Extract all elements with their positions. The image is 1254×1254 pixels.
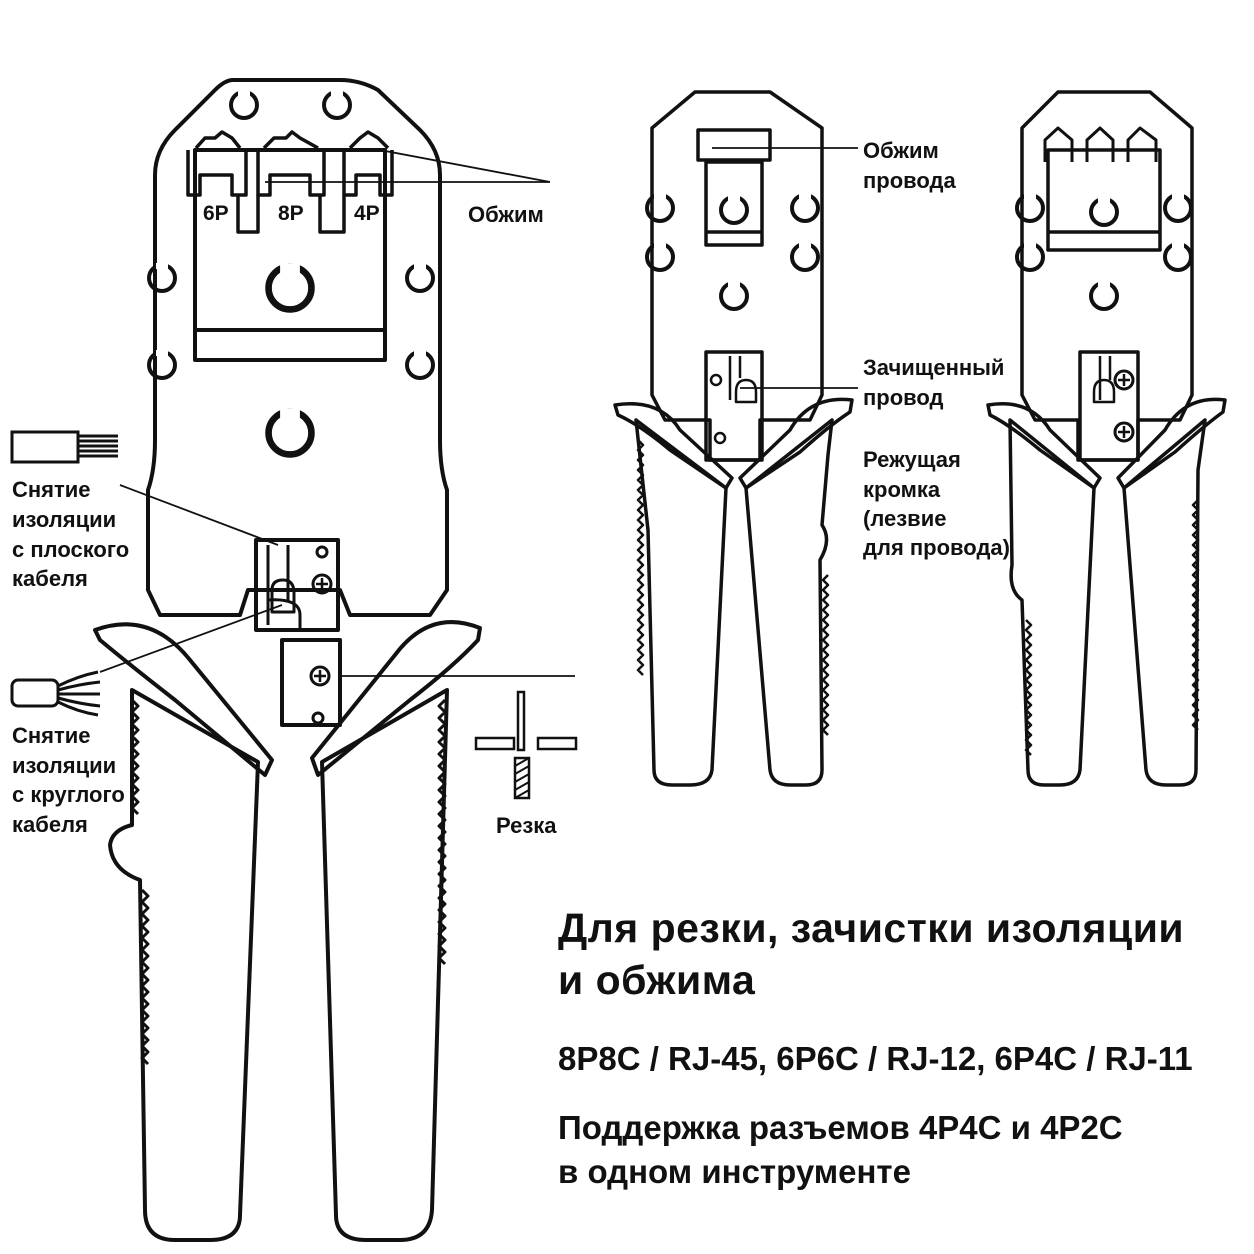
right-handle	[320, 688, 449, 1242]
large-tool	[93, 78, 482, 1242]
headline: Для резки, зачистки изоляции и обжима	[558, 902, 1184, 1006]
label-strip-round-2: изоляции	[12, 753, 116, 778]
flat-cable-icon	[10, 430, 118, 464]
ring-icon	[1091, 283, 1117, 309]
large-tool-body	[146, 78, 449, 617]
label-strip-flat-4: кабеля	[12, 566, 88, 591]
label-strip-flat-1: Снятие	[12, 477, 91, 502]
right-tool-body	[1020, 90, 1194, 462]
label-stripped-wire-2: провод	[863, 385, 944, 410]
ring-icon	[407, 352, 433, 378]
ring-icon	[1165, 195, 1191, 221]
connector-standards: 8P8C / RJ-45, 6P6C / RJ-12, 6P4C / RJ-11	[558, 1040, 1193, 1077]
crimp-die-plate	[193, 148, 387, 362]
ring-icon	[269, 267, 312, 310]
cutter-block	[280, 638, 342, 727]
ring-icon	[1091, 199, 1117, 225]
ring-icon	[721, 283, 747, 309]
label-strip-round-3: с круглого	[12, 782, 125, 807]
upper-jaw-right	[310, 620, 482, 777]
ring-icon	[231, 92, 257, 118]
slot-label-8p: 8P	[278, 202, 304, 225]
label-cutting-edge-1: Режущая	[863, 447, 961, 472]
label-crimp-wire-1: Обжим	[863, 138, 939, 163]
ring-icon	[149, 265, 175, 291]
middle-crimp-head	[696, 128, 772, 162]
headline-line-2: и обжима	[558, 957, 756, 1003]
right-tool	[986, 90, 1227, 787]
slot-label-4p: 4P	[354, 202, 380, 225]
ring-icon	[1165, 244, 1191, 270]
ring-icon	[721, 197, 747, 223]
left-handle	[108, 688, 260, 1242]
ring-icon	[149, 352, 175, 378]
label-cutting: Резка	[496, 813, 557, 838]
support-line-1: Поддержка разъемов 4P4C и 4P2C	[558, 1109, 1123, 1146]
middle-tool	[613, 90, 854, 787]
support-line-2: в одном инструменте	[558, 1153, 911, 1190]
slot-label-6p: 6P	[203, 202, 229, 225]
label-crimp-wire-2: провода	[863, 168, 957, 193]
cutting-icon	[474, 690, 578, 800]
label-strip-round-4: кабеля	[12, 812, 88, 837]
connector-support: Поддержка разъемов 4P4C и 4P2C в одном и…	[558, 1106, 1123, 1194]
leader-lines	[99, 147, 858, 677]
label-strip-round-1: Снятие	[12, 723, 91, 748]
ring-icon	[269, 412, 312, 455]
screw-icon	[1113, 369, 1135, 391]
label-strip-flat-3: с плоского	[12, 537, 129, 562]
label-stripped-wire-1: Зачищенный	[863, 355, 1004, 380]
ring-icon	[407, 265, 433, 291]
label-cutting-edge-3: (лезвие	[863, 506, 946, 531]
screw-icon	[1113, 421, 1135, 443]
ring-icon	[792, 244, 818, 270]
stripper-block	[254, 538, 340, 632]
ring-icon	[792, 195, 818, 221]
upper-jaw-left	[93, 622, 274, 777]
round-cable-icon	[10, 670, 101, 717]
screw-icon	[309, 665, 331, 687]
label-cutting-edge-4: для провода)	[863, 535, 1010, 560]
label-crimp: Обжим	[468, 202, 544, 227]
label-strip-flat-2: изоляции	[12, 507, 116, 532]
headline-line-1: Для резки, зачистки изоляции	[558, 905, 1185, 951]
crimp-slots	[186, 130, 394, 234]
label-cutting-edge-2: кромка	[863, 477, 941, 502]
ring-icon	[324, 92, 350, 118]
